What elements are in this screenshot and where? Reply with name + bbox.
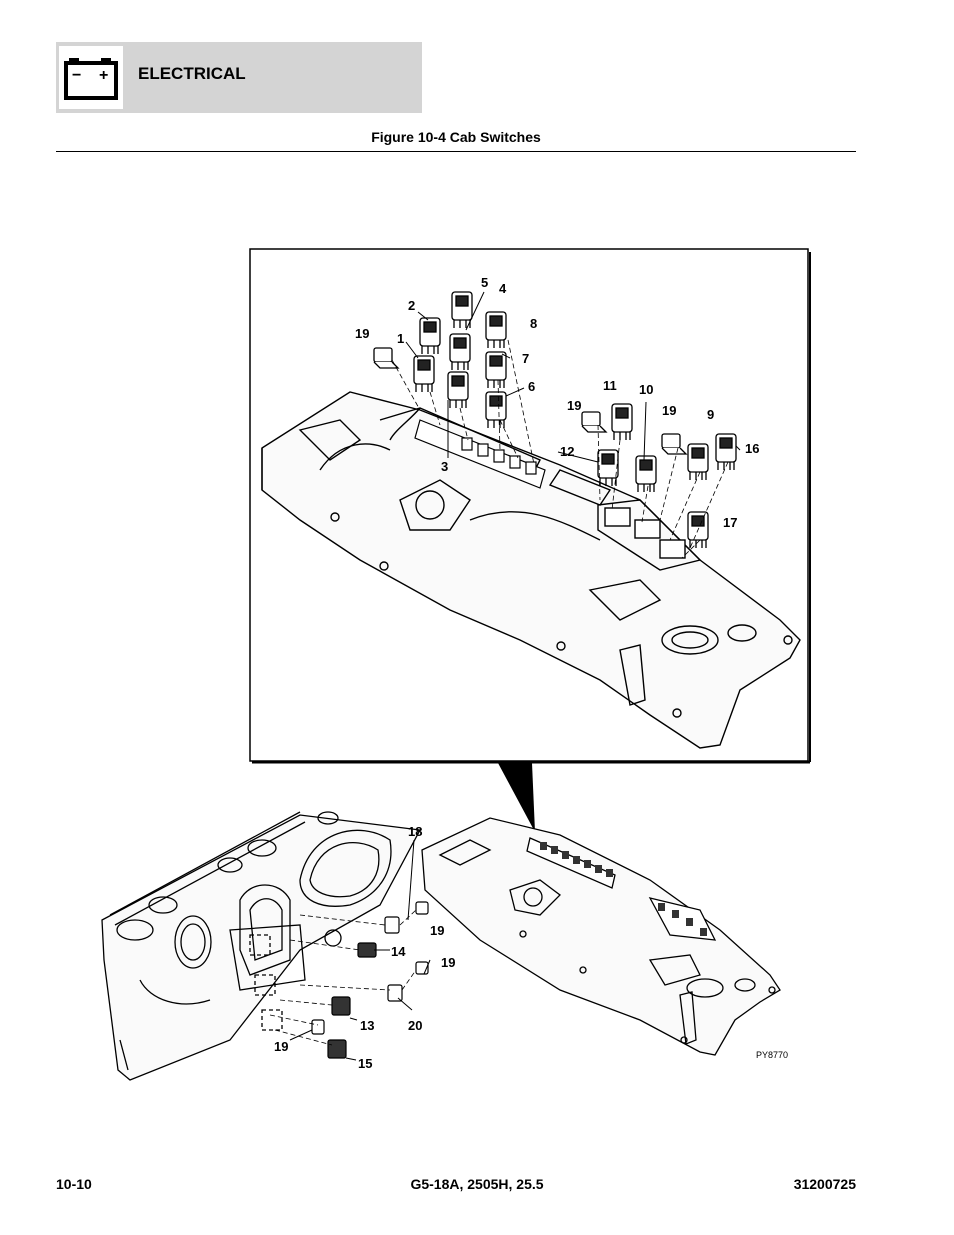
callout-18: 18 xyxy=(408,824,422,839)
battery-minus-sign: − xyxy=(72,67,81,84)
rocker-switch-6 xyxy=(485,391,507,428)
rocker-switch-8 xyxy=(485,311,507,348)
image-code: PY8770 xyxy=(756,1050,788,1060)
overview-dashboard xyxy=(101,811,422,1081)
page-number: 10-10 xyxy=(56,1176,92,1192)
callout-19: 19 xyxy=(441,955,455,970)
rocker-switch-5 xyxy=(451,291,473,328)
detail-leader-lines xyxy=(405,291,741,463)
blank-plug-19c xyxy=(661,433,688,455)
rocker-switch-2 xyxy=(419,317,441,354)
callout-19: 19 xyxy=(430,923,444,938)
detail-rocker-switches xyxy=(373,291,737,548)
callout-19: 19 xyxy=(274,1039,288,1054)
detail-callouts: 5 4 2 8 19 1 7 6 11 10 19 19 9 16 12 3 1… xyxy=(355,275,759,530)
callout-19: 19 xyxy=(567,398,581,413)
figure-caption: Figure 10-4 Cab Switches xyxy=(371,129,541,145)
callout-1: 1 xyxy=(397,331,404,346)
rocker-switch-10 xyxy=(635,455,657,492)
callout-10: 10 xyxy=(639,382,653,397)
callout-12: 12 xyxy=(560,444,574,459)
callout-15: 15 xyxy=(358,1056,372,1071)
callout-7: 7 xyxy=(522,351,529,366)
callout-11: 11 xyxy=(603,378,617,393)
detail-console xyxy=(261,391,801,749)
callout-20: 20 xyxy=(408,1018,422,1033)
callout-17: 17 xyxy=(723,515,737,530)
callout-8: 8 xyxy=(530,316,537,331)
callout-14: 14 xyxy=(391,944,406,959)
callout-6: 6 xyxy=(528,379,535,394)
rocker-switch-11 xyxy=(611,403,633,440)
battery-icon: − + xyxy=(59,46,123,109)
rocker-switch-12 xyxy=(597,449,619,486)
overview-parts xyxy=(311,901,429,1059)
rocker-switch-3 xyxy=(447,371,469,408)
rocker-switch-7 xyxy=(485,351,507,388)
overview-dashed-guides xyxy=(269,909,417,1046)
detail-dashed-guides xyxy=(391,339,729,559)
callout-5: 5 xyxy=(481,275,488,290)
rocker-switch-9 xyxy=(687,443,709,480)
overview-console xyxy=(421,817,781,1056)
overview-leader-lines xyxy=(289,839,431,1061)
model-list: G5-18A, 2505H, 25.5 xyxy=(410,1176,544,1192)
rocker-switch-17 xyxy=(687,511,709,548)
blank-plug-19a xyxy=(373,347,400,369)
rocker-switch-1 xyxy=(413,355,435,392)
document-number: 31200725 xyxy=(793,1176,856,1192)
callout-19: 19 xyxy=(355,326,369,341)
callout-2: 2 xyxy=(408,298,415,313)
callout-16: 16 xyxy=(745,441,759,456)
rocker-switch-16 xyxy=(715,433,737,470)
detail-pointer xyxy=(498,763,535,832)
header-rule xyxy=(56,151,856,152)
blank-plug-19b xyxy=(581,411,608,433)
callout-4: 4 xyxy=(499,281,507,296)
section-title: ELECTRICAL xyxy=(138,64,246,83)
callout-13: 13 xyxy=(360,1018,374,1033)
rocker-switch-4 xyxy=(449,333,471,370)
overview-callouts: 18 19 14 19 13 20 19 15 xyxy=(274,824,455,1071)
callout-3: 3 xyxy=(441,459,448,474)
battery-plus-sign: + xyxy=(99,67,108,84)
callout-9: 9 xyxy=(707,407,714,422)
callout-19: 19 xyxy=(662,403,676,418)
